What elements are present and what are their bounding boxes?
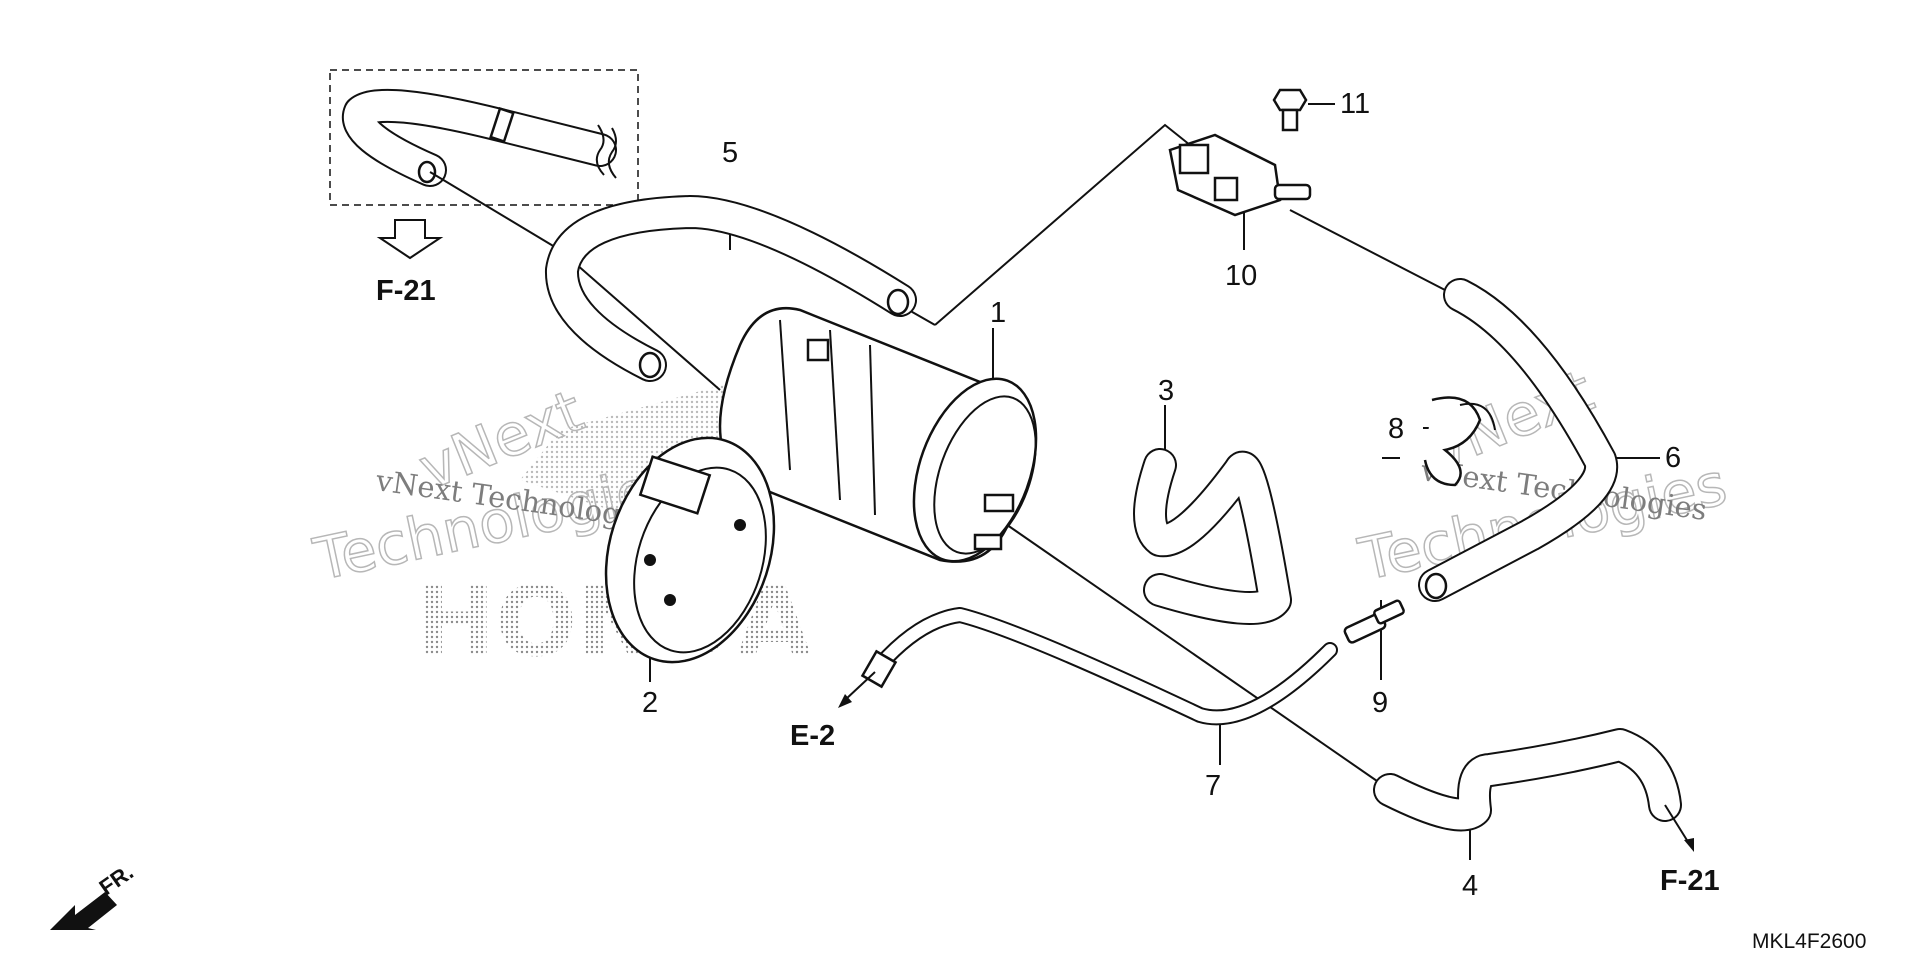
callout-7: 7 bbox=[1205, 770, 1221, 802]
ref-label-f21-top: F-21 bbox=[376, 275, 436, 307]
hose-4 bbox=[1373, 728, 1694, 852]
diagram-code: MKL4F2600 bbox=[1752, 930, 1866, 953]
callout-3: 3 bbox=[1158, 375, 1174, 407]
callout-8: 8 bbox=[1388, 413, 1404, 445]
valve-part-10 bbox=[1168, 133, 1312, 217]
hose-5 bbox=[545, 195, 917, 382]
fitting-part-9 bbox=[1343, 599, 1405, 644]
callout-9: 9 bbox=[1372, 687, 1388, 719]
callouts: 1 2 3 4 5 6 7 8 9 10 11 bbox=[642, 88, 1681, 902]
ref-arrow-f21-top: F-21 bbox=[376, 219, 444, 307]
callout-2: 2 bbox=[642, 687, 658, 719]
hose-3 bbox=[1133, 448, 1292, 625]
hose-6 bbox=[1418, 278, 1619, 602]
callout-10: 10 bbox=[1225, 260, 1257, 292]
canister-part-1 bbox=[718, 306, 1038, 563]
hose-7 bbox=[838, 607, 1338, 726]
clip-part-8 bbox=[1423, 396, 1496, 487]
band-part-2 bbox=[604, 436, 776, 664]
bolt-part-11 bbox=[1272, 88, 1308, 132]
inset-box bbox=[329, 69, 639, 206]
callout-6: 6 bbox=[1665, 442, 1681, 474]
front-direction-arrow: FR. bbox=[50, 859, 138, 930]
ref-label-f21-bottom: F-21 bbox=[1660, 865, 1720, 897]
front-label: FR. bbox=[95, 859, 138, 900]
callout-11: 11 bbox=[1340, 88, 1370, 120]
callout-5: 5 bbox=[722, 137, 738, 169]
callout-1: 1 bbox=[990, 297, 1006, 329]
callout-4: 4 bbox=[1462, 870, 1478, 902]
ref-label-e2: E-2 bbox=[790, 720, 835, 752]
